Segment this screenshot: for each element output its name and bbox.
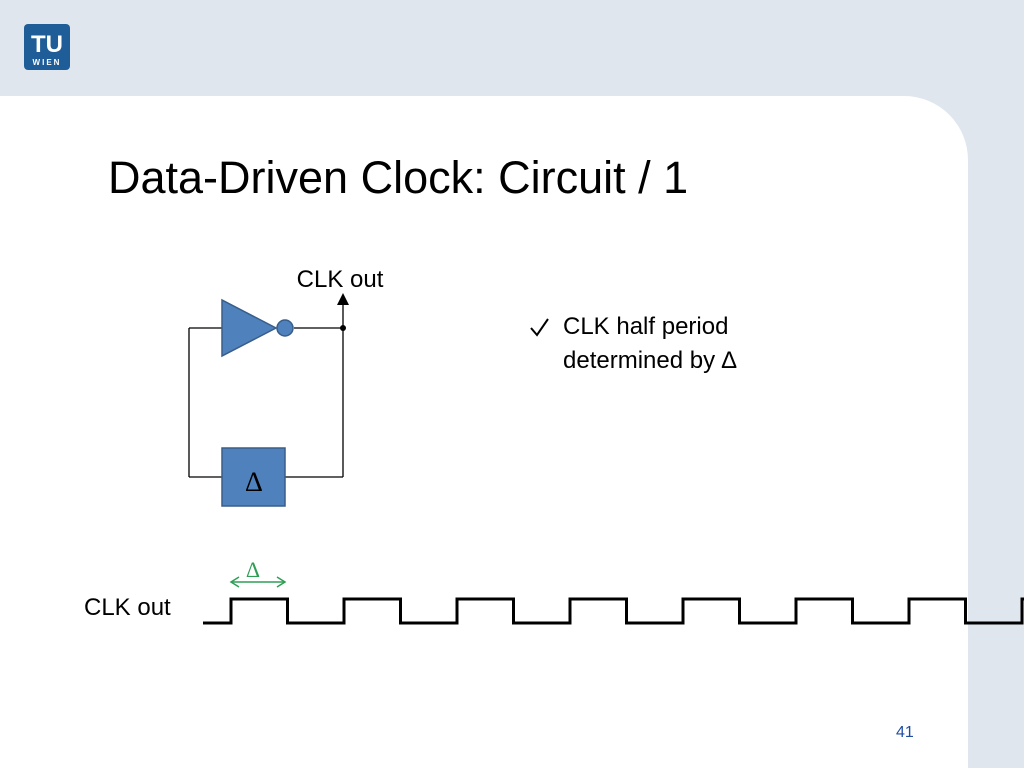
delta-label: ∆ (246, 557, 259, 582)
delay-symbol: ∆ (245, 467, 262, 498)
delay-element (221, 447, 286, 507)
inverter-gate (221, 298, 278, 358)
bullet-line-1: CLK half period (563, 313, 729, 340)
logo-mark: TU (31, 31, 63, 58)
clk-out-label: CLK out (297, 266, 384, 293)
slide-title: Data-Driven Clock: Circuit / 1 (108, 152, 689, 203)
bullet-line-2: determined by ∆ (563, 347, 737, 374)
slide-card (0, 96, 968, 768)
check-icon (530, 318, 549, 337)
waveform-label: CLK out (84, 594, 171, 621)
delta-interval-arrow (229, 576, 287, 588)
tu-wien-logo: TU WIEN (24, 24, 70, 70)
clock-waveform (203, 597, 1024, 625)
feedback-wires (188, 305, 344, 478)
junction-dot (340, 325, 346, 331)
page-number: 41 (896, 724, 914, 741)
logo-wordmark: WIEN (33, 58, 62, 67)
output-arrow (337, 293, 349, 305)
inverter-bubble (276, 319, 294, 337)
